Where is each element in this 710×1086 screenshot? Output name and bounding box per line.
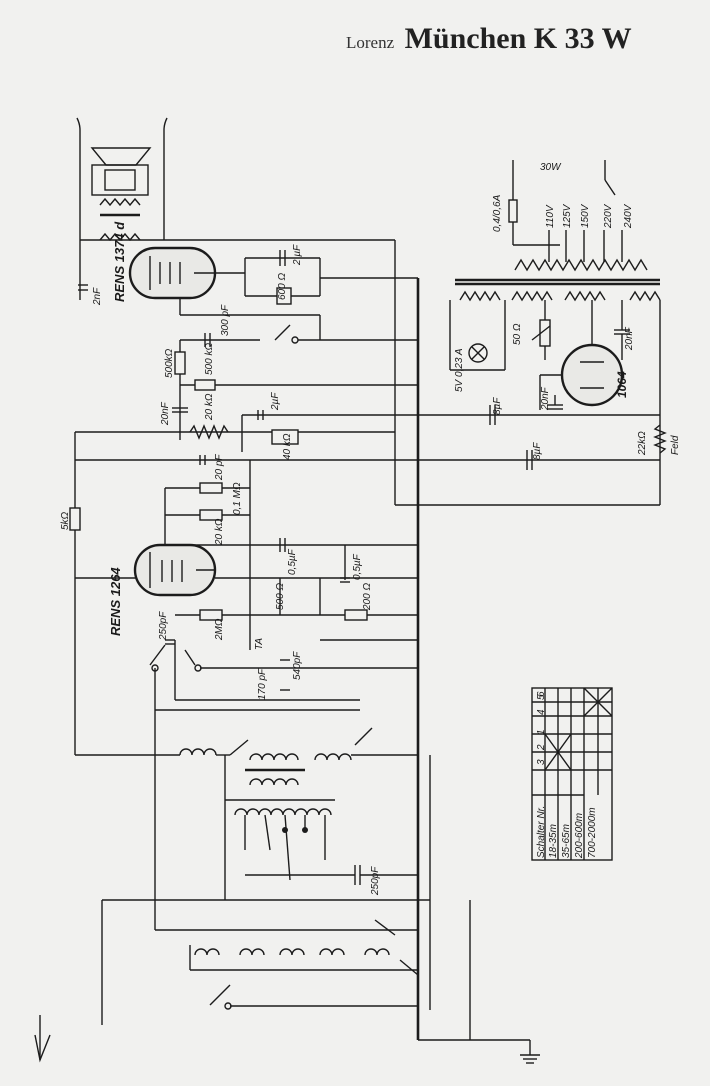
c-8uf-a-label: 8µF (492, 397, 503, 415)
c-2uf-b-label: 2µF (270, 392, 281, 411)
switch-row-3: 200-600m (574, 813, 585, 859)
voltage-110-label: 110V (545, 204, 556, 228)
c-170pf-label: 170 pF (257, 668, 268, 700)
rectifier-capacitors (547, 300, 630, 410)
voltage-220-label: 220V (603, 203, 614, 229)
fuse (508, 199, 518, 223)
filter-section (395, 300, 667, 506)
rectifier-label: 1064 (615, 371, 629, 398)
c-20nf-label: 20nF (160, 401, 171, 426)
field-coil-label: Feld (670, 435, 681, 455)
c-20nf-rect2-label: 20nF (540, 386, 551, 411)
r-20k-b-label: 20 kΩ (214, 518, 225, 546)
switch-table-title: Schalter Nr. (536, 806, 547, 858)
switch-number-1: 1 (536, 729, 547, 735)
r-2m-label: 2MΩ (214, 618, 225, 641)
switch-number-2: 2 (536, 744, 547, 751)
diagram-header: Lorenz München K 33 W (346, 22, 632, 56)
c-05uf-a-label: 0,5µF (287, 548, 298, 575)
c-20nf-rect-label: 20nF (624, 326, 635, 351)
input-stage-wiring (69, 432, 418, 755)
pot-label: 50 Ω (512, 323, 523, 345)
r-500k-label: 500kΩ (164, 348, 175, 378)
r-22k-label: 22kΩ (637, 431, 648, 456)
model-title: München K 33 W (404, 22, 632, 55)
r-20k-a-label: 20 kΩ (204, 393, 215, 421)
c-250pf-a-label: 250pF (158, 611, 169, 641)
brand-name: Lorenz (346, 33, 395, 52)
r-40k-label: 40 kΩ (282, 433, 293, 460)
r-500o-label: 500 Ω (275, 583, 286, 610)
pilot-lamp (449, 300, 506, 371)
output-tube (128, 246, 217, 300)
antenna-symbol (34, 1010, 103, 1063)
c-250pf-b-label: 250pF (370, 866, 381, 896)
switch-number-4: 4 (536, 709, 547, 715)
voltage-125-label: 125V (562, 203, 573, 228)
r-200o-label: 200 Ω (362, 583, 373, 611)
hum-pot (531, 300, 551, 360)
mains-transformer (455, 160, 661, 302)
r-01m-label: 0,1 MΩ (232, 482, 243, 515)
earth-symbol (418, 1010, 540, 1064)
switch-number-6: 6 (536, 691, 547, 697)
switch-row-4: 700-2000m (587, 807, 598, 858)
switch-table (531, 687, 613, 861)
input-tube (133, 543, 217, 597)
loudspeaker (76, 117, 168, 300)
r-600-label: 600 Ω (277, 273, 288, 300)
output-stage-wiring (78, 239, 418, 347)
power-label: 30W (540, 162, 562, 173)
ta-label: TA (254, 638, 265, 650)
c-540pf-label: 540pF (292, 651, 303, 680)
switch-number-5: 5 (536, 694, 547, 700)
c-8uf-b-label: 8µF (532, 442, 543, 460)
tuner-section (75, 639, 471, 1010)
r-5k-label: 5kΩ (60, 511, 71, 530)
voltage-150-label: 150V (580, 203, 591, 228)
input-tube-label: RENS 1264 (108, 567, 123, 636)
lamp-label: 5V 0,23 A (454, 348, 465, 392)
switch-row-2: 35-65m (561, 824, 572, 858)
interstage-network (75, 340, 418, 465)
c-05uf-b-label: 0,5µF (352, 553, 363, 580)
c-2uf-label: 2 µF (292, 244, 303, 266)
output-tube-label: RENS 1374 d (112, 221, 127, 302)
voltage-240-label: 240V (623, 203, 634, 229)
switch-row-1: 18-35m (548, 824, 559, 858)
r-500-label: 500 kΩ (204, 343, 215, 375)
c-300pf-label: 300 pF (220, 304, 231, 336)
rectifier-tube (539, 300, 624, 410)
fuse-label: 0,4/0,6A (492, 194, 503, 232)
c-2nf-label: 2nF (92, 287, 103, 306)
c-20pf-label: 20 pF (214, 454, 225, 481)
switch-number-3: 3 (536, 759, 547, 765)
